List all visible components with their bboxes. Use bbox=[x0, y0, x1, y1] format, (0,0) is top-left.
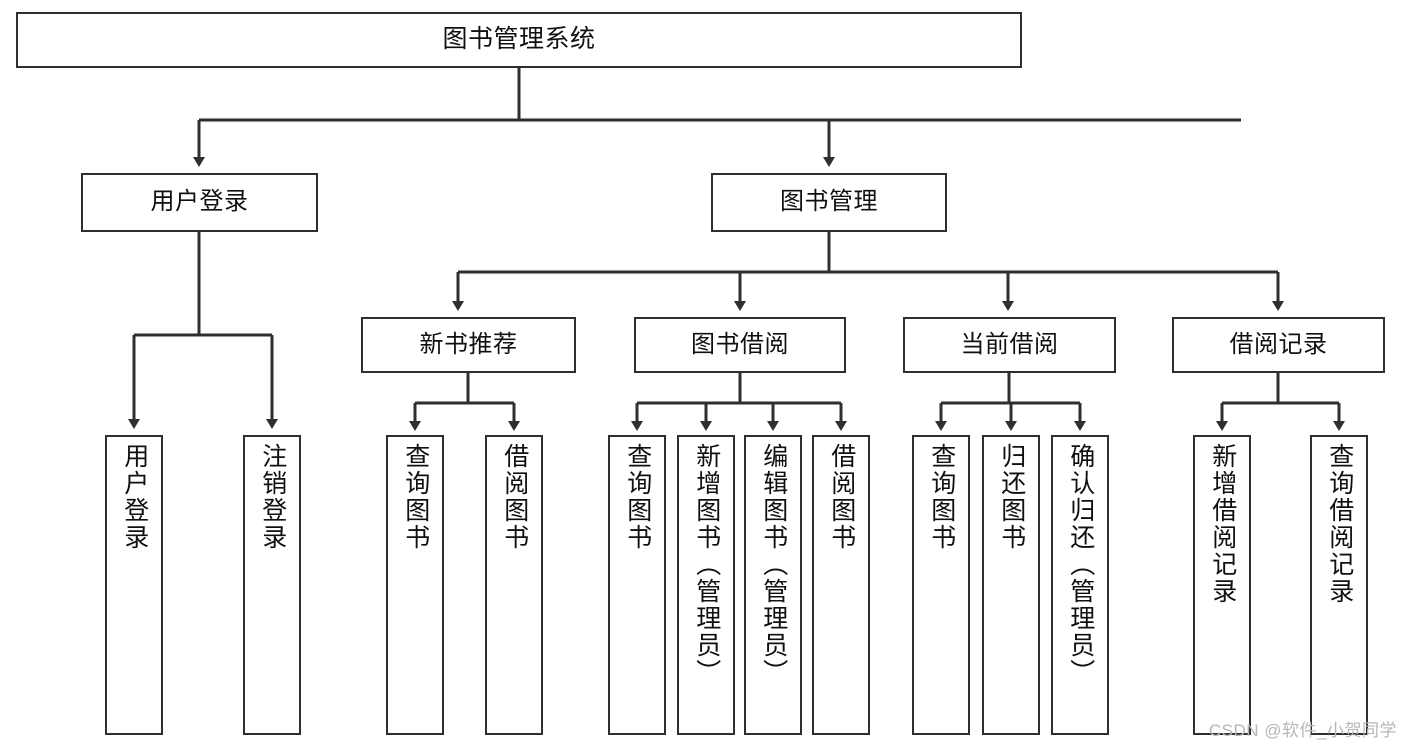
node-leaf-borrow-book-2[interactable]: 借阅图书 bbox=[812, 435, 870, 735]
watermark: CSDN @软件_小贺同学 bbox=[1208, 721, 1397, 740]
node-borrow-record[interactable]: 借阅记录 bbox=[1172, 317, 1385, 373]
node-borrow-record-label: 借阅记录 bbox=[1229, 330, 1328, 358]
node-leaf-return-book-label: 归还图书 bbox=[997, 443, 1026, 551]
node-user-login-label: 用户登录 bbox=[150, 188, 249, 216]
node-leaf-query-borrow-record-label: 查询借阅记录 bbox=[1325, 443, 1354, 605]
node-book-manage-label: 图书管理 bbox=[780, 188, 878, 216]
node-current-borrow-label: 当前借阅 bbox=[960, 330, 1059, 358]
node-leaf-return-book[interactable]: 归还图书 bbox=[982, 435, 1040, 735]
node-leaf-query-book-2[interactable]: 查询图书 bbox=[608, 435, 666, 735]
node-leaf-borrow-book-1-label: 借阅图书 bbox=[500, 443, 529, 551]
node-leaf-add-borrow-record[interactable]: 新增借阅记录 bbox=[1193, 435, 1251, 735]
node-leaf-query-book-1-label: 查询图书 bbox=[401, 443, 430, 551]
node-leaf-confirm-return-admin-label: 确认归还（管理员） bbox=[1066, 443, 1095, 686]
node-root-label: 图书管理系统 bbox=[442, 25, 596, 54]
node-leaf-add-book-admin[interactable]: 新增图书（管理员） bbox=[677, 435, 735, 735]
node-leaf-borrow-book-2-label: 借阅图书 bbox=[827, 443, 856, 551]
node-leaf-user-login[interactable]: 用户登录 bbox=[105, 435, 163, 735]
node-leaf-add-borrow-record-label: 新增借阅记录 bbox=[1208, 443, 1237, 605]
node-leaf-add-book-admin-label: 新增图书（管理员） bbox=[692, 443, 721, 686]
node-leaf-logout-label: 注销登录 bbox=[258, 443, 287, 551]
node-book-borrow-label: 图书借阅 bbox=[691, 330, 789, 358]
node-leaf-query-book-2-label: 查询图书 bbox=[623, 443, 652, 551]
node-new-book-recommend-label: 新书推荐 bbox=[419, 330, 518, 358]
node-new-book-recommend[interactable]: 新书推荐 bbox=[361, 317, 576, 373]
node-leaf-logout[interactable]: 注销登录 bbox=[243, 435, 301, 735]
node-leaf-query-book-1[interactable]: 查询图书 bbox=[386, 435, 444, 735]
node-book-borrow[interactable]: 图书借阅 bbox=[634, 317, 846, 373]
node-leaf-confirm-return-admin[interactable]: 确认归还（管理员） bbox=[1051, 435, 1109, 735]
node-current-borrow[interactable]: 当前借阅 bbox=[903, 317, 1116, 373]
node-leaf-edit-book-admin-label: 编辑图书（管理员） bbox=[759, 443, 788, 686]
node-book-manage[interactable]: 图书管理 bbox=[711, 173, 947, 232]
node-root[interactable]: 图书管理系统 bbox=[16, 12, 1022, 68]
node-leaf-query-book-3-label: 查询图书 bbox=[927, 443, 956, 551]
node-user-login[interactable]: 用户登录 bbox=[81, 173, 318, 232]
node-leaf-edit-book-admin[interactable]: 编辑图书（管理员） bbox=[744, 435, 802, 735]
node-leaf-query-borrow-record[interactable]: 查询借阅记录 bbox=[1310, 435, 1368, 735]
node-leaf-user-login-label: 用户登录 bbox=[120, 443, 149, 551]
node-leaf-query-book-3[interactable]: 查询图书 bbox=[912, 435, 970, 735]
node-leaf-borrow-book-1[interactable]: 借阅图书 bbox=[485, 435, 543, 735]
